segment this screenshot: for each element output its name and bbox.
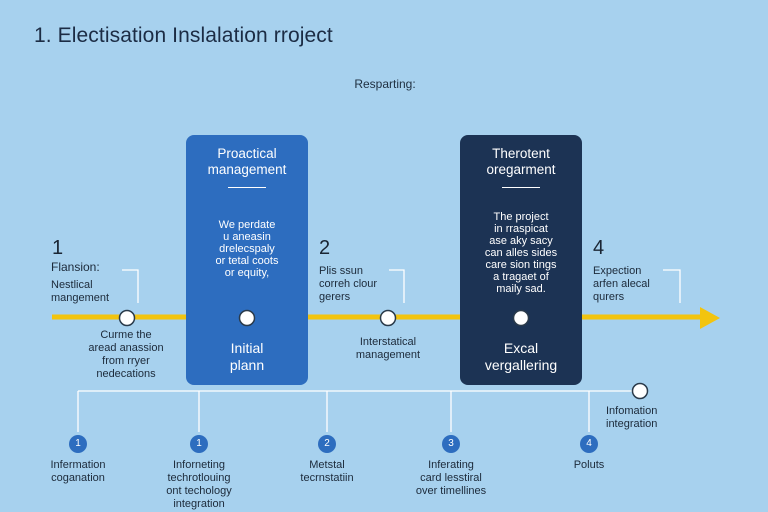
bottom-item-label: Inferating card lesstiral over timelline… <box>415 459 487 497</box>
card-body: We perdate u aneasin drelecspaly or teta… <box>215 219 279 279</box>
timeline-node <box>379 309 397 327</box>
card-footer-label: Initial plann <box>229 340 265 373</box>
step1-connector <box>122 269 139 303</box>
step-number: 1 <box>52 237 64 259</box>
step-badge: 1 <box>190 435 208 453</box>
bottom-item-label: Infermation coganation <box>50 459 106 484</box>
card-therotent-oregarment: Therotent oregarment The project in rras… <box>460 135 582 385</box>
step-heading: Flansion: <box>51 260 100 274</box>
bottom-item-label: Inforneting techrotlouing ont techology … <box>166 459 232 510</box>
step-description: Plis ssun correh clour gerers <box>319 265 378 303</box>
page-title: 1. Electisation Inslalation rroject <box>34 24 333 47</box>
card-divider <box>228 187 266 188</box>
card-title: Proactical management <box>207 146 287 177</box>
card-footer-label: Excal vergallering <box>484 340 558 373</box>
step4-connector <box>663 269 681 303</box>
timeline-note: Curme the aread anassion from rryer nede… <box>88 329 164 380</box>
step-number: 2 <box>319 237 331 259</box>
timeline-note: Interstatical management <box>355 336 421 361</box>
card-body: The project in rraspicat ase aky sacy ca… <box>484 211 558 295</box>
step-description: Nestlical mangement <box>51 279 110 304</box>
timeline-node <box>238 309 256 327</box>
timeline-end-node <box>631 382 649 400</box>
timeline-node <box>118 309 136 327</box>
step2-connector <box>389 269 405 303</box>
bottom-item-label: Poluts <box>573 459 605 471</box>
step-badge: 2 <box>318 435 336 453</box>
step-number: 4 <box>593 237 605 259</box>
card-proactical-management: Proactical management We perdate u aneas… <box>186 135 308 385</box>
step-badge: 4 <box>580 435 598 453</box>
card-divider <box>502 187 540 188</box>
card-title: Therotent oregarment <box>486 146 556 177</box>
step-badge: 1 <box>69 435 87 453</box>
subtitle: Resparting: <box>354 77 416 91</box>
timeline-node <box>512 309 530 327</box>
step-description: Expection arfen alecal qurers <box>593 265 650 303</box>
step-badge: 3 <box>442 435 460 453</box>
bottom-item-label: Metstal tecrnstatiin <box>300 459 354 484</box>
timeline-arrowhead <box>700 307 720 329</box>
timeline-end-note: Infomation integration <box>606 405 658 430</box>
